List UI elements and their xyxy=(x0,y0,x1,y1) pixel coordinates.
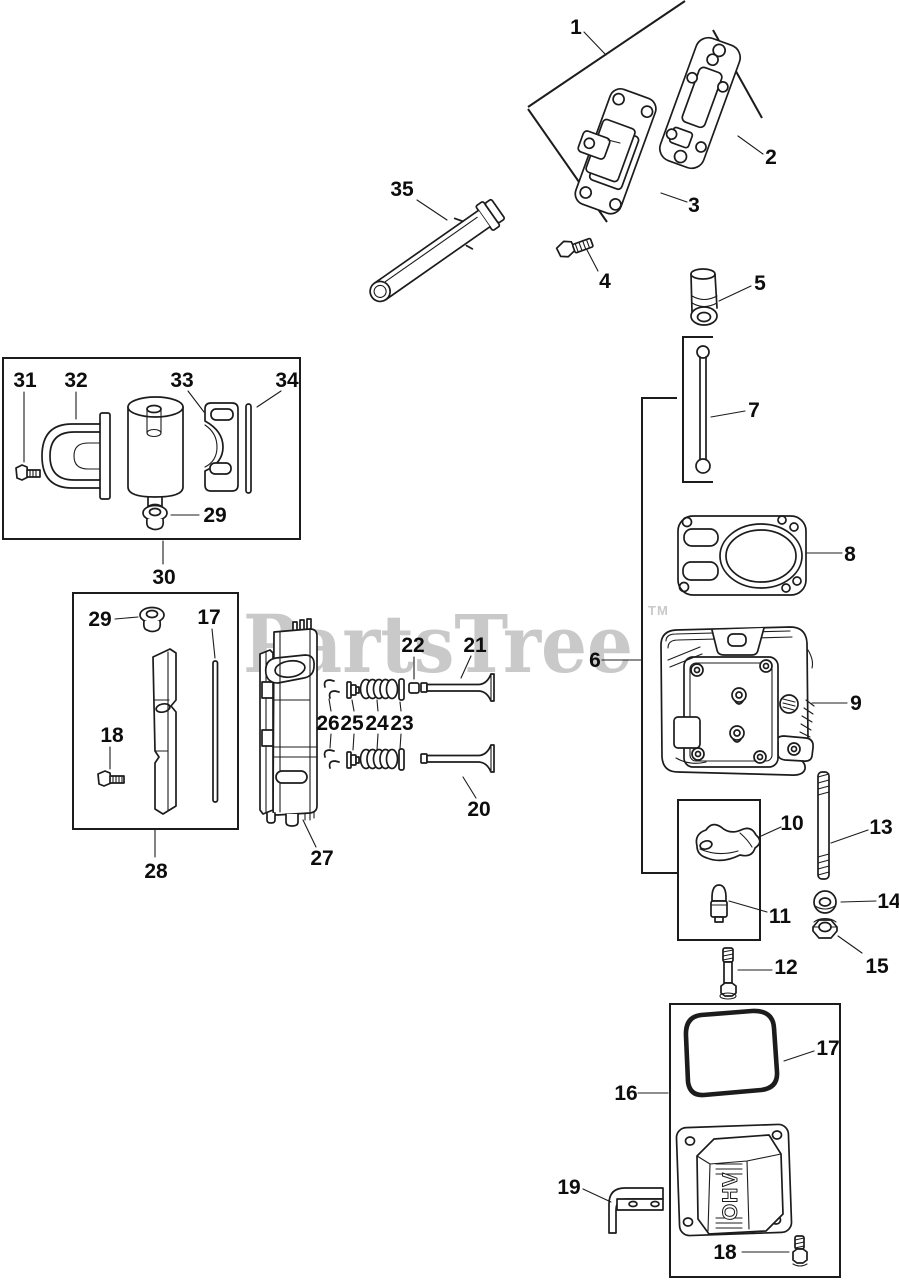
callout-23: 23 xyxy=(390,712,413,735)
callout-16: 16 xyxy=(614,1082,637,1105)
part-9-cylinder-head xyxy=(660,626,815,776)
callout-17-upper: 17 xyxy=(197,606,220,629)
part-17-valve-cover-gasket xyxy=(683,1008,780,1098)
callout-24: 24 xyxy=(365,712,389,735)
callout-25: 25 xyxy=(340,712,364,735)
part-breather-canister xyxy=(127,396,184,513)
part-10-rocker-arm xyxy=(695,823,761,862)
part-31-screw xyxy=(15,464,41,481)
callout-33: 33 xyxy=(170,369,193,392)
part-17-gasket-edge xyxy=(212,660,219,803)
group-box-16 xyxy=(669,1003,841,1278)
part-4-screw xyxy=(555,237,594,258)
callout-21: 21 xyxy=(463,634,487,657)
part-19-bracket xyxy=(608,1187,664,1234)
part-3-breather-cover xyxy=(574,88,657,215)
callout-11: 11 xyxy=(769,905,792,928)
callout-4: 4 xyxy=(599,270,611,293)
part-15-nut xyxy=(812,918,838,939)
group-bracket-7 xyxy=(682,336,713,483)
callout-18-upper: 18 xyxy=(100,724,124,747)
callout-29-upper: 29 xyxy=(203,504,226,527)
part-5-breather-tube xyxy=(690,268,718,326)
part-12-bolt xyxy=(719,947,737,1000)
part-baffle-plate xyxy=(152,648,177,815)
valve-spring-set-exhaust xyxy=(323,748,405,771)
callout-7: 7 xyxy=(748,399,760,422)
callout-15: 15 xyxy=(865,955,889,978)
part-18-screw-cover xyxy=(792,1235,808,1267)
part-2-breather-gasket xyxy=(658,36,742,170)
callout-9: 9 xyxy=(850,692,862,715)
part-18-screw-plate xyxy=(97,770,125,787)
callout-18-lower: 18 xyxy=(713,1241,737,1264)
part-29-grommet-lower xyxy=(139,606,165,633)
part-14-washer xyxy=(813,890,837,914)
part-7-push-rod xyxy=(695,345,711,474)
part-35-oil-fill-tube xyxy=(369,198,506,303)
callout-22: 22 xyxy=(401,634,424,657)
callout-2: 2 xyxy=(765,146,777,169)
part-11-rocker-pivot xyxy=(710,884,728,923)
callout-6: 6 xyxy=(589,649,601,672)
group-bracket-6 xyxy=(641,397,677,874)
part-13-stud xyxy=(817,771,830,880)
part-8-cylinder-head-gasket xyxy=(677,515,807,596)
callout-12: 12 xyxy=(774,956,797,979)
part-34-gasket-strip xyxy=(245,403,252,494)
callout-leader-lines xyxy=(23,31,877,1253)
callout-3: 3 xyxy=(688,194,700,217)
callout-8: 8 xyxy=(844,543,856,566)
callout-19: 19 xyxy=(557,1176,580,1199)
callout-1: 1 xyxy=(570,16,582,39)
part-20-exhaust-valve xyxy=(420,744,495,773)
part-27-cylinder-head-side xyxy=(259,618,318,827)
part-33-bracket xyxy=(204,402,239,492)
callout-30: 30 xyxy=(152,566,175,589)
cover-ohv-text: OHV xyxy=(719,1172,742,1221)
callout-10: 10 xyxy=(780,812,803,835)
callout-17-lower: 17 xyxy=(816,1037,839,1060)
part-29-grommet-upper xyxy=(142,504,168,531)
part-32-clamp xyxy=(41,412,111,500)
callout-34: 34 xyxy=(275,369,299,392)
group-box-10-11 xyxy=(677,799,761,941)
callout-27: 27 xyxy=(310,847,333,870)
callout-35: 35 xyxy=(390,178,414,201)
callout-31: 31 xyxy=(13,369,37,392)
group-box-28 xyxy=(72,592,239,830)
part-22-cap xyxy=(408,682,420,694)
callout-5: 5 xyxy=(754,272,766,295)
callout-29-lower: 29 xyxy=(88,608,111,631)
watermark-tm: TM xyxy=(648,603,669,618)
part-valve-cover: OHV xyxy=(675,1123,793,1237)
callout-28: 28 xyxy=(144,860,168,883)
callout-26: 26 xyxy=(316,712,339,735)
callout-32: 32 xyxy=(64,369,87,392)
callout-13: 13 xyxy=(869,816,892,839)
group-box-30 xyxy=(2,357,301,540)
callout-20: 20 xyxy=(467,798,490,821)
callout-14: 14 xyxy=(877,890,899,913)
